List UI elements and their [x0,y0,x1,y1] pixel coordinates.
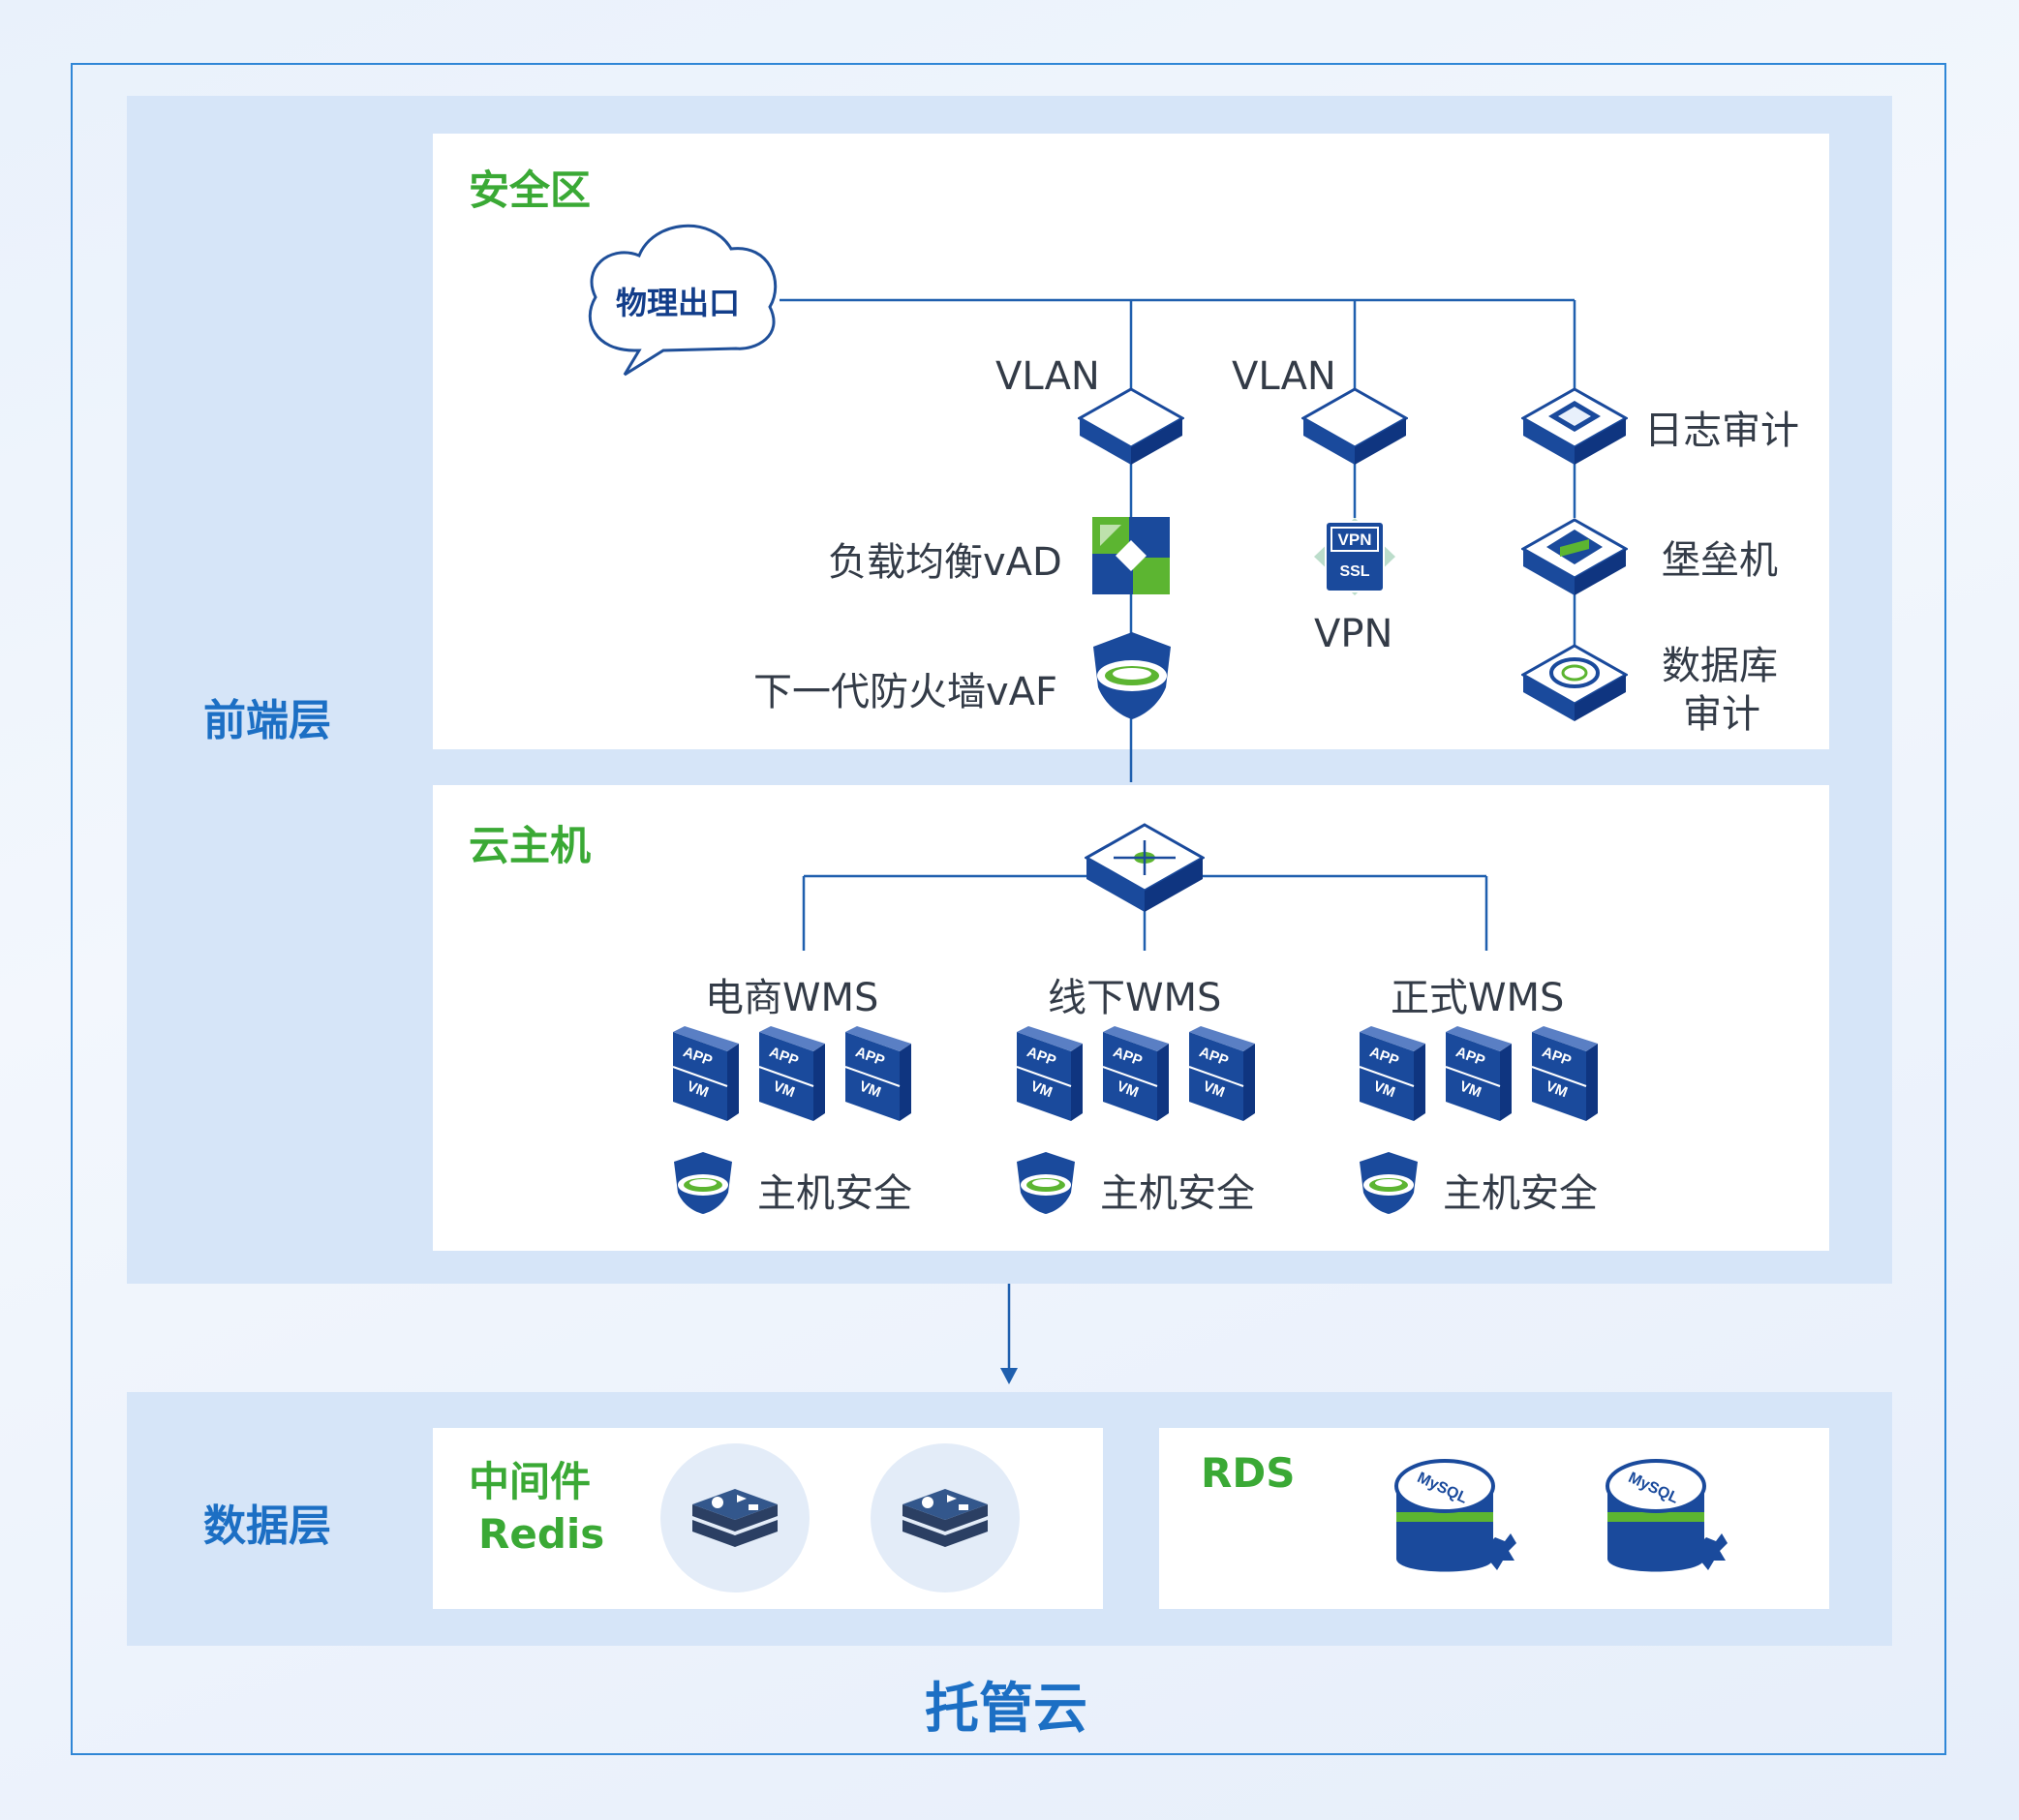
cloud-host-title: 云主机 [469,822,592,869]
main-title: 托管云 [925,1678,1087,1741]
db-audit-label-line1: 数据库 [1662,644,1778,688]
log-audit-label: 日志审计 [1644,409,1799,453]
vpn-label: VPN [1314,612,1393,656]
host-security-shield-icon [1017,1152,1075,1214]
vm-bottom-text: VM [1201,1078,1227,1102]
vlan-label-2: VLAN [1232,354,1336,399]
host-security-shield-icon [674,1152,732,1214]
data-layer-title: 数据层 [203,1502,331,1551]
cloud-icon [588,225,778,377]
load-balancer-icon [1092,517,1170,594]
rds-panel [1159,1428,1829,1609]
vm-bottom-text: VM [857,1078,883,1102]
vm-bottom-text: VM [1544,1078,1570,1102]
vm-bottom-text: VM [1115,1078,1141,1102]
middleware-title-line1: 中间件 [469,1458,592,1505]
vm-bottom-text: VM [1457,1078,1484,1102]
cloud-frame [71,63,1946,1755]
mysql-db-icon: MySQL [1394,1459,1516,1572]
vlan-switch-icon [1301,387,1408,465]
security-zone-title: 安全区 [469,167,592,214]
load-balancer-label: 负载均衡vAD [828,540,1062,585]
vpn-ssl-icon: VPN SSL [1314,518,1395,595]
host-security-shield-icon [1360,1152,1418,1214]
mysql-db-icon: MySQL [1606,1459,1728,1572]
host-security-label-2: 主机安全 [1100,1171,1255,1216]
group-name-offline: 线下WMS [1048,976,1222,1020]
db-audit-icon [1521,644,1628,721]
vm-bottom-text: VM [685,1078,711,1102]
vlan-switch-icon [1078,387,1184,465]
bastion-host-icon [1521,518,1628,595]
redis-icon [871,1443,1020,1592]
cloud-label: 物理出口 [616,285,741,321]
rds-title: RDS [1201,1449,1296,1497]
group-name-ecommerce: 电商WMS [705,976,879,1020]
db-audit-label-line2: 审计 [1683,692,1760,737]
vpn-icon-top-text: VPN [1338,531,1372,549]
vm-bottom-text: VM [1028,1078,1055,1102]
firewall-label: 下一代防火墙vAF [753,670,1058,714]
vm-bottom-text: VM [771,1078,797,1102]
bastion-label: 堡垒机 [1662,538,1778,583]
group-name-formal: 正式WMS [1391,976,1565,1020]
front-layer-title: 前端层 [203,696,331,745]
core-switch-icon [1085,823,1205,912]
redis-icon [660,1443,810,1592]
vlan-label-1: VLAN [995,354,1100,399]
vpn-icon-bottom-text: SSL [1339,563,1369,580]
log-audit-icon [1521,387,1628,465]
host-security-label-3: 主机安全 [1443,1171,1598,1216]
middleware-title-line2: Redis [478,1510,605,1558]
host-security-label-1: 主机安全 [757,1171,912,1216]
vm-bottom-text: VM [1371,1078,1397,1102]
firewall-shield-icon [1093,632,1171,719]
